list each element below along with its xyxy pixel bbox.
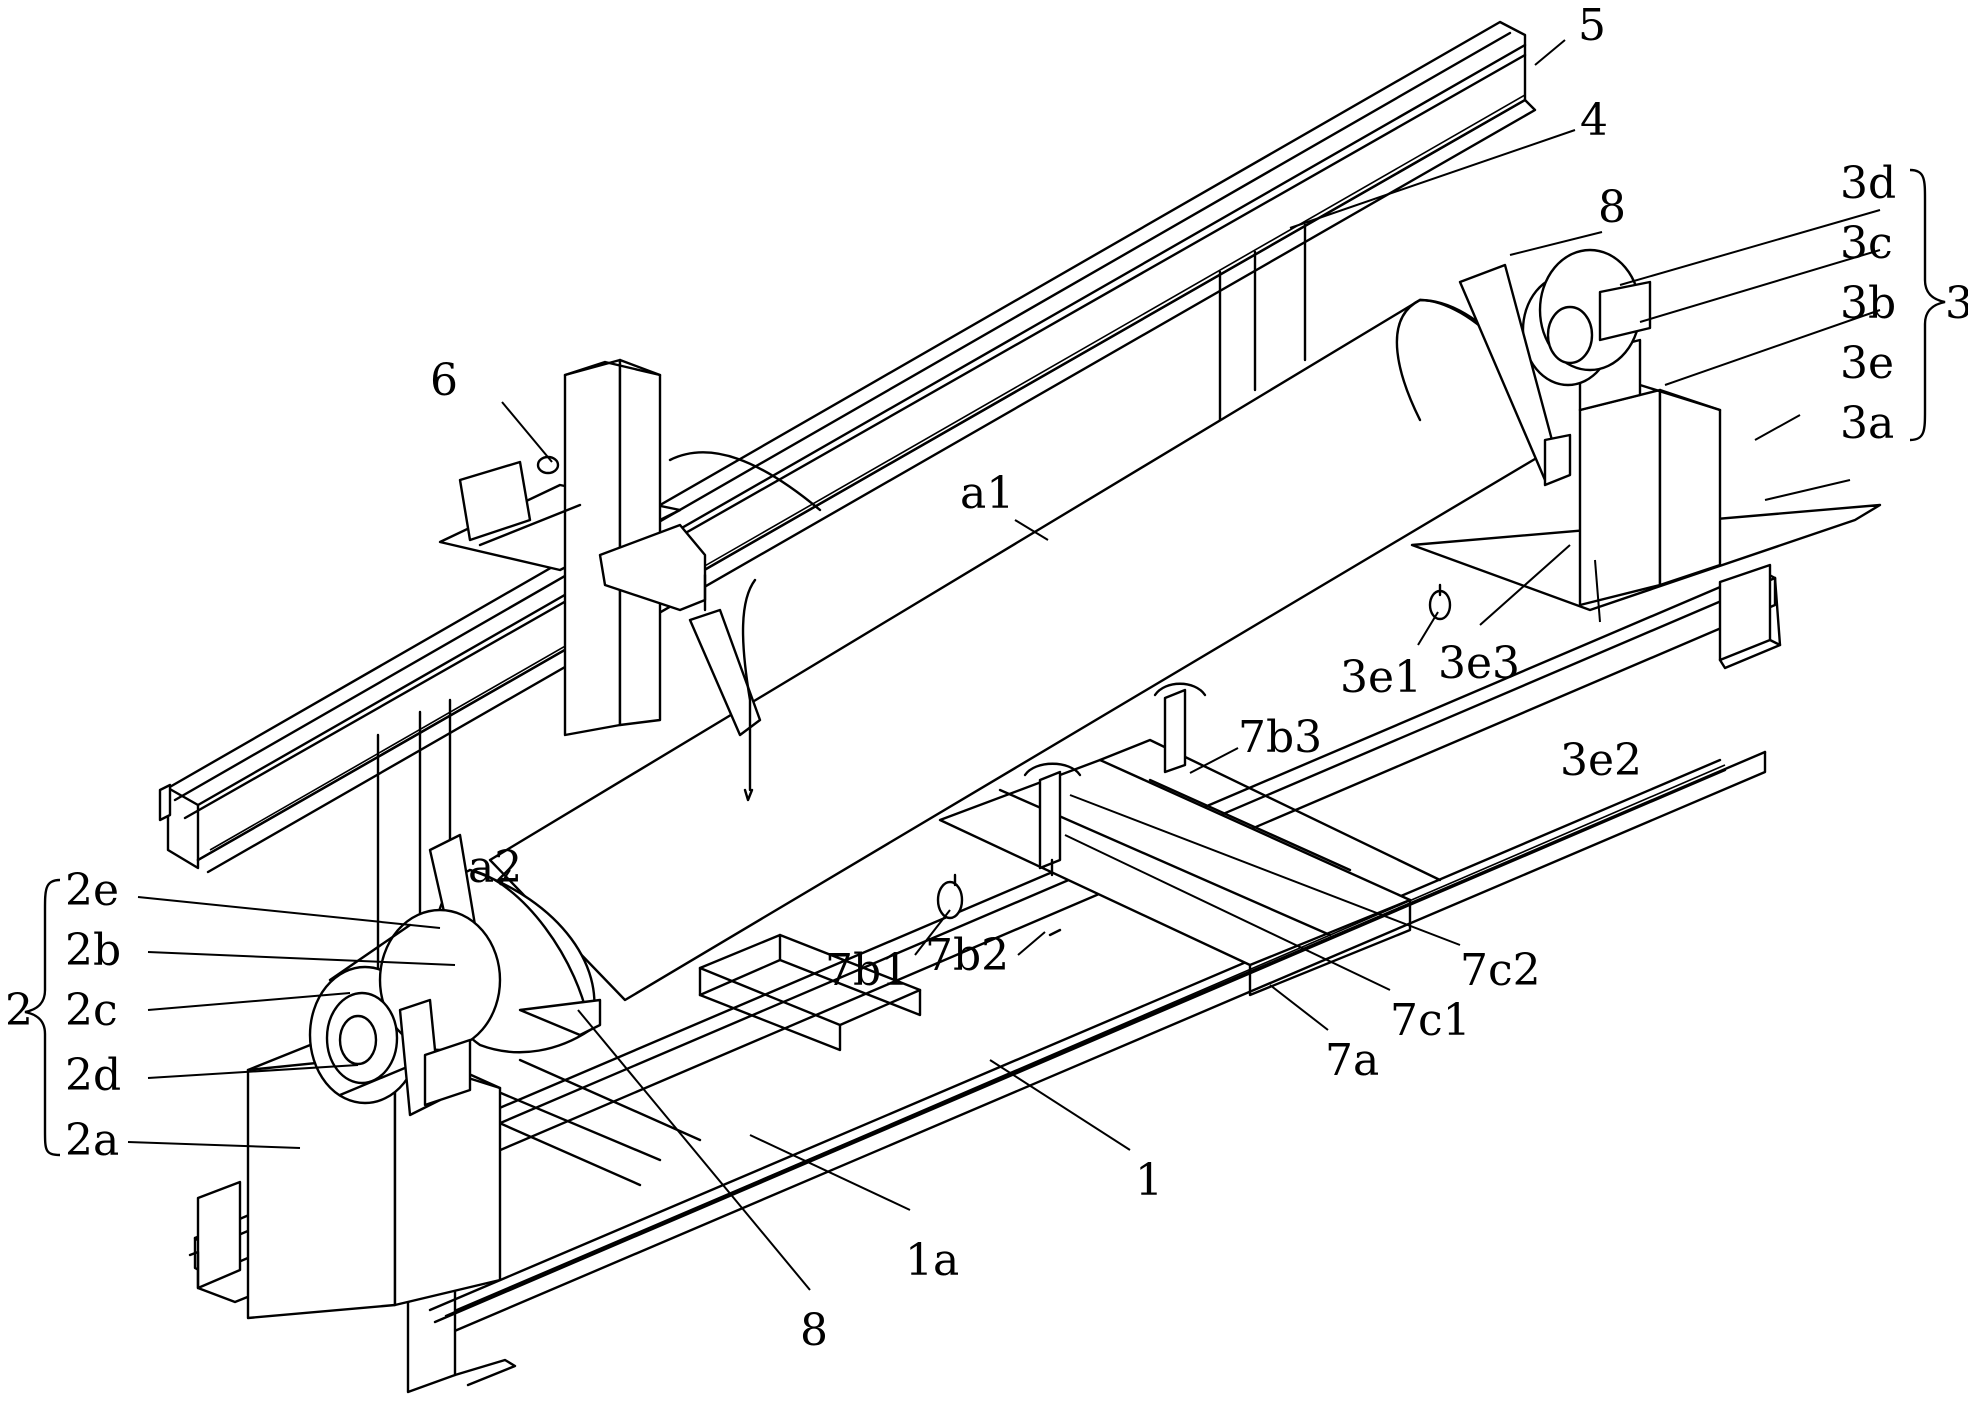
upper-rail-beam: [158, 20, 1537, 874]
label-3b: 3b: [1840, 278, 1896, 329]
right-tailstock: [1410, 248, 1882, 612]
label-3c: 3c: [1840, 218, 1893, 269]
torch-carriage: [438, 358, 822, 802]
label-7c2: 7c2: [1460, 945, 1541, 996]
label-a1: a1: [960, 468, 1014, 519]
label-8-bottom: 8: [800, 1305, 828, 1356]
label-3a: 3a: [1840, 398, 1894, 449]
label-7b3: 7b3: [1238, 712, 1322, 763]
label-7a: 7a: [1325, 1035, 1379, 1086]
label-7b1: 7b1: [825, 945, 909, 996]
label-1: 1: [1135, 1155, 1163, 1206]
label-3: 3: [1945, 278, 1968, 329]
label-2a: 2a: [65, 1115, 119, 1166]
group-brace-3: [1909, 168, 1946, 442]
label-3e1: 3e1: [1340, 652, 1422, 703]
label-a2: a2: [468, 842, 522, 893]
label-5: 5: [1578, 0, 1606, 51]
label-7c1: 7c1: [1390, 995, 1471, 1046]
base-frame: [188, 563, 1782, 1394]
label-2c: 2c: [65, 985, 118, 1036]
label-2: 2: [5, 985, 33, 1036]
label-3e3: 3e3: [1438, 638, 1520, 689]
label-3e2: 3e2: [1560, 735, 1642, 786]
label-1a: 1a: [905, 1235, 959, 1286]
label-6: 6: [430, 355, 458, 406]
label-3e: 3e: [1840, 338, 1894, 389]
label-3d: 3d: [1840, 158, 1896, 209]
label-7b2: 7b2: [925, 930, 1009, 981]
label-2e: 2e: [65, 865, 119, 916]
callout-labels: 5 4 8 3d 3c 3b 3 3e 3a 6 a1 a2 3e1 3e3 3…: [5, 0, 1968, 1356]
support-subframe: [936, 583, 1452, 997]
label-2b: 2b: [65, 925, 121, 976]
leader-lines: [127, 39, 1881, 1291]
label-2d: 2d: [65, 1050, 121, 1101]
label-4: 4: [1580, 95, 1608, 146]
group-brace-2: [24, 878, 61, 1157]
left-headstock: [246, 908, 502, 1320]
label-8-top: 8: [1598, 182, 1626, 233]
